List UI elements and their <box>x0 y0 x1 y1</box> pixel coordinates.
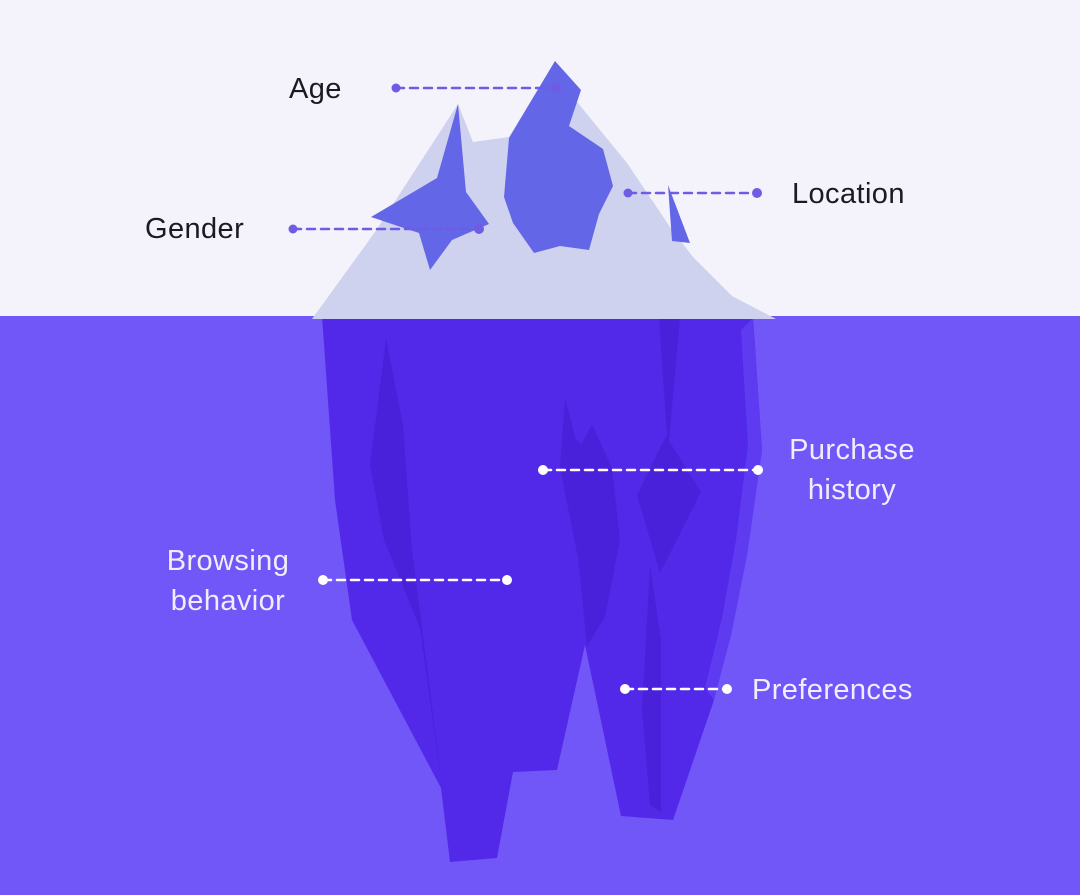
iceberg-underwater-facet-right-seam <box>642 565 661 812</box>
location-connector-dot-berg-end <box>623 188 633 198</box>
location-connector-dot-label-end <box>752 188 762 198</box>
iceberg-above-facet-star <box>371 104 489 270</box>
browsing-behavior-connector <box>318 575 512 585</box>
age-connector <box>391 83 561 93</box>
preferences-connector-dot-berg-end <box>620 684 630 694</box>
label-browsing-behavior: Browsing behavior <box>166 545 290 617</box>
gender-connector <box>288 224 484 234</box>
iceberg-underwater <box>322 316 762 862</box>
label-purchase-history: Purchase history <box>789 434 915 506</box>
location-connector <box>623 188 762 198</box>
browsing-behavior-connector-dot-label-end <box>318 575 328 585</box>
iceberg-above-facet-right-sliver <box>668 185 690 243</box>
browsing-behavior-connector-dot-berg-end <box>502 575 512 585</box>
iceberg-above-facet-central <box>504 61 613 253</box>
preferences-connector <box>620 684 732 694</box>
iceberg-underwater-facet-left-blade <box>370 338 442 788</box>
preferences-connector-dot-label-end <box>722 684 732 694</box>
gender-connector-dot-berg-end <box>474 224 484 234</box>
iceberg-underwater-edge-facet <box>705 318 762 700</box>
purchase-history-connector-dot-berg-end <box>538 465 548 475</box>
connectors-below-water <box>318 465 763 694</box>
iceberg-above-water <box>312 61 776 319</box>
age-connector-dot-berg-end <box>551 83 561 93</box>
connectors-above-water <box>288 83 762 234</box>
age-connector-dot-label-end <box>391 83 401 93</box>
purchase-history-connector <box>538 465 763 475</box>
iceberg-underwater-facet-center-fork <box>560 397 620 646</box>
iceberg-underwater-facet-top-wedge <box>659 318 680 452</box>
label-age: Age <box>289 73 342 105</box>
label-gender: Gender <box>145 213 245 245</box>
gender-connector-dot-label-end <box>288 224 298 234</box>
purchase-history-connector-dot-label-end <box>753 465 763 475</box>
label-preferences: Preferences <box>752 674 913 706</box>
label-location: Location <box>792 178 905 210</box>
